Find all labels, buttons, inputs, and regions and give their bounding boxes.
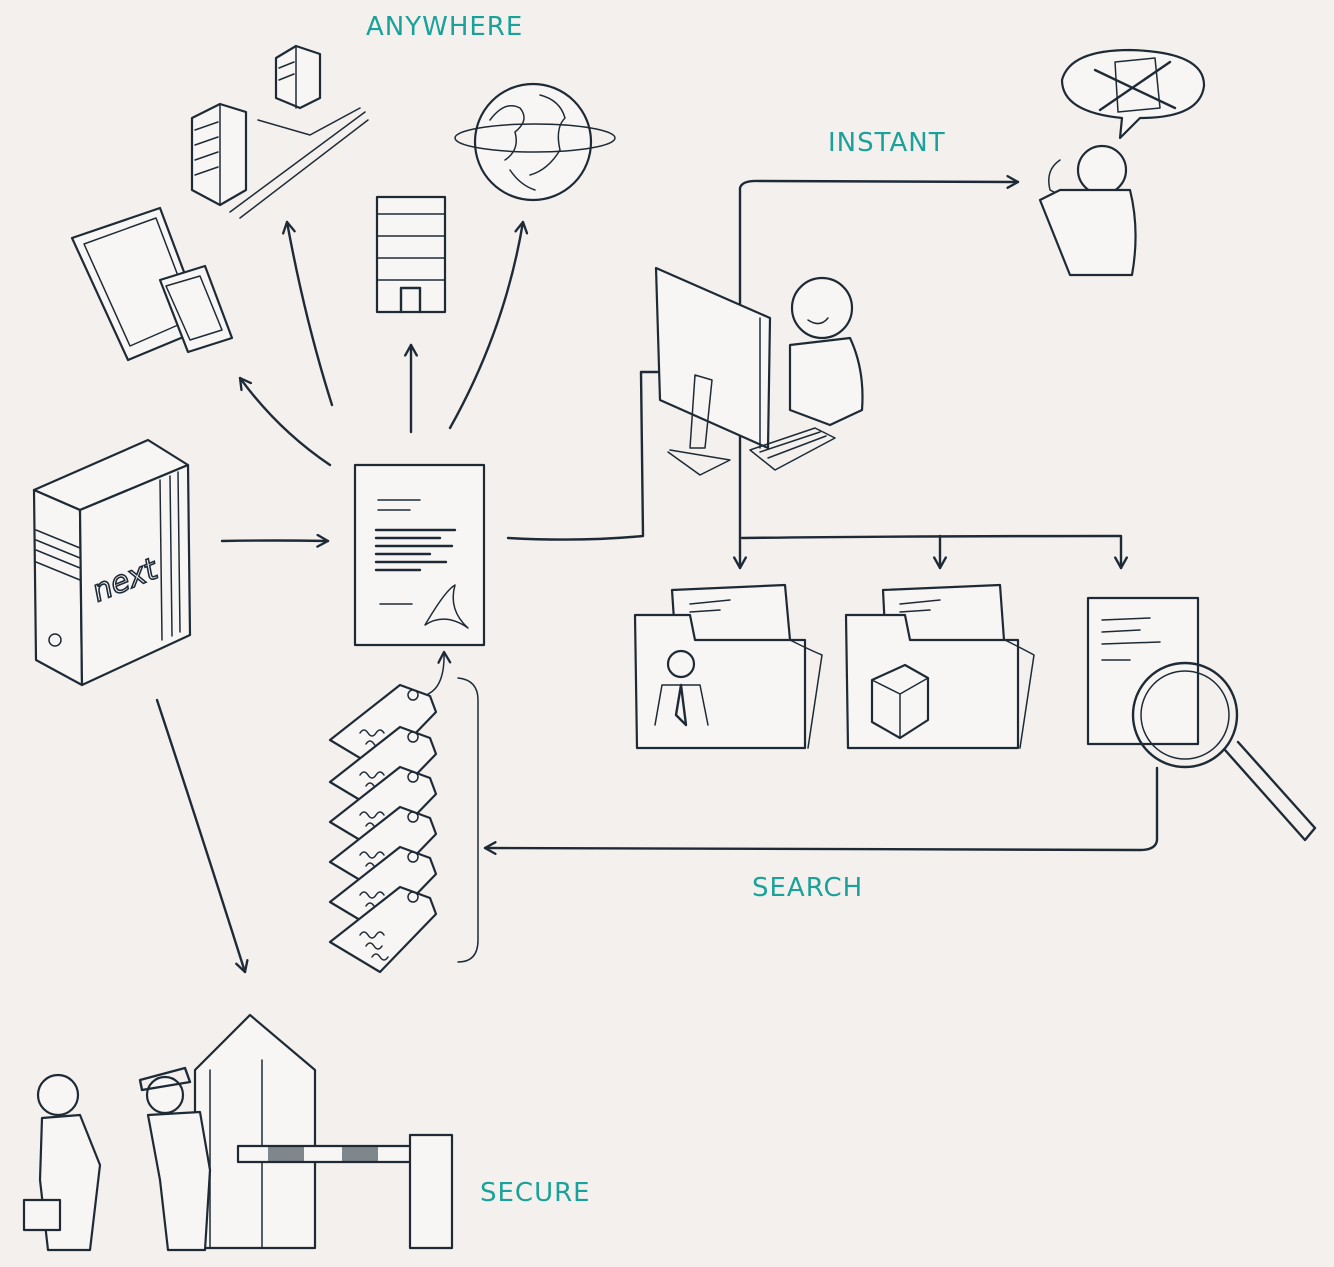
folder-person-icon [633, 583, 823, 750]
server-tower-icon: next [32, 438, 192, 687]
city-buildings-icon [190, 44, 369, 219]
metadata-tags-icon [328, 683, 438, 974]
arrow-document-to-globe [448, 220, 529, 430]
tablet-phone-icon [70, 206, 234, 362]
arrow-server-to-secure [155, 698, 249, 974]
folder-box-icon [844, 583, 1035, 750]
arrow-server-to-document [220, 533, 330, 548]
office-building-icon [375, 195, 447, 314]
arrow-search-back [483, 766, 1159, 856]
label-secure: SECURE [480, 1178, 591, 1208]
globe-icon [454, 82, 616, 202]
connector-workstation-to-phone [738, 174, 1020, 332]
magnifying-glass-document-icon [1086, 596, 1317, 842]
arrow-document-to-tablet [238, 376, 332, 467]
arrow-tags-to-document [427, 650, 452, 695]
label-search: SEARCH [752, 873, 864, 903]
connector-arrows [155, 174, 1159, 974]
security-gate-icon [22, 1013, 454, 1252]
label-anywhere: ANYWHERE [366, 12, 524, 42]
pdf-document-icon [353, 463, 486, 647]
connector-document-to-workstation [506, 365, 682, 541]
person-at-computer-icon [654, 266, 864, 476]
arrow-document-to-city [281, 220, 334, 407]
connector-branch [740, 534, 1122, 540]
label-instant: INSTANT [828, 128, 946, 158]
person-on-phone-icon [1038, 48, 1206, 277]
tags-bracket [457, 677, 479, 963]
